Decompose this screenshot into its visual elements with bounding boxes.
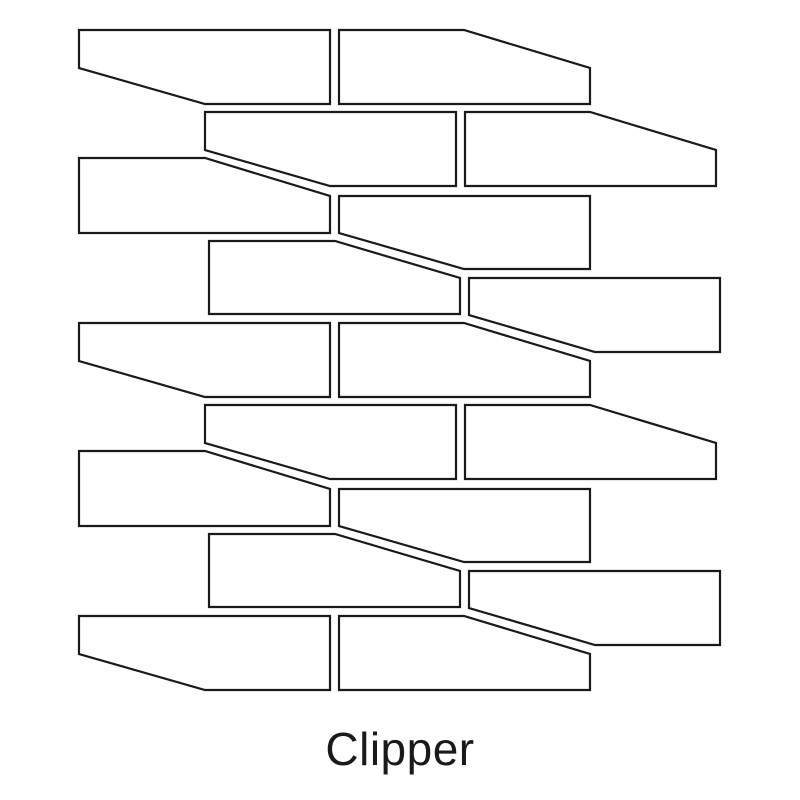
tile-15 — [207, 532, 462, 609]
tile-13 — [77, 449, 332, 528]
tile-14 — [337, 487, 592, 564]
tile-6 — [337, 194, 592, 271]
tile-18 — [337, 614, 592, 692]
tile-4 — [463, 110, 718, 188]
tile-10 — [337, 321, 592, 399]
tile-9 — [77, 321, 332, 399]
pattern-title: Clipper — [325, 723, 475, 775]
tile-8 — [467, 276, 722, 354]
tile-3 — [203, 110, 458, 188]
tile-7 — [207, 239, 462, 316]
tile-1 — [77, 28, 332, 106]
tile-2 — [337, 28, 592, 106]
tile-5 — [77, 156, 332, 235]
tile-11 — [203, 403, 458, 481]
tile-16 — [467, 569, 722, 647]
tile-17 — [77, 614, 332, 692]
tile-12 — [463, 403, 718, 481]
